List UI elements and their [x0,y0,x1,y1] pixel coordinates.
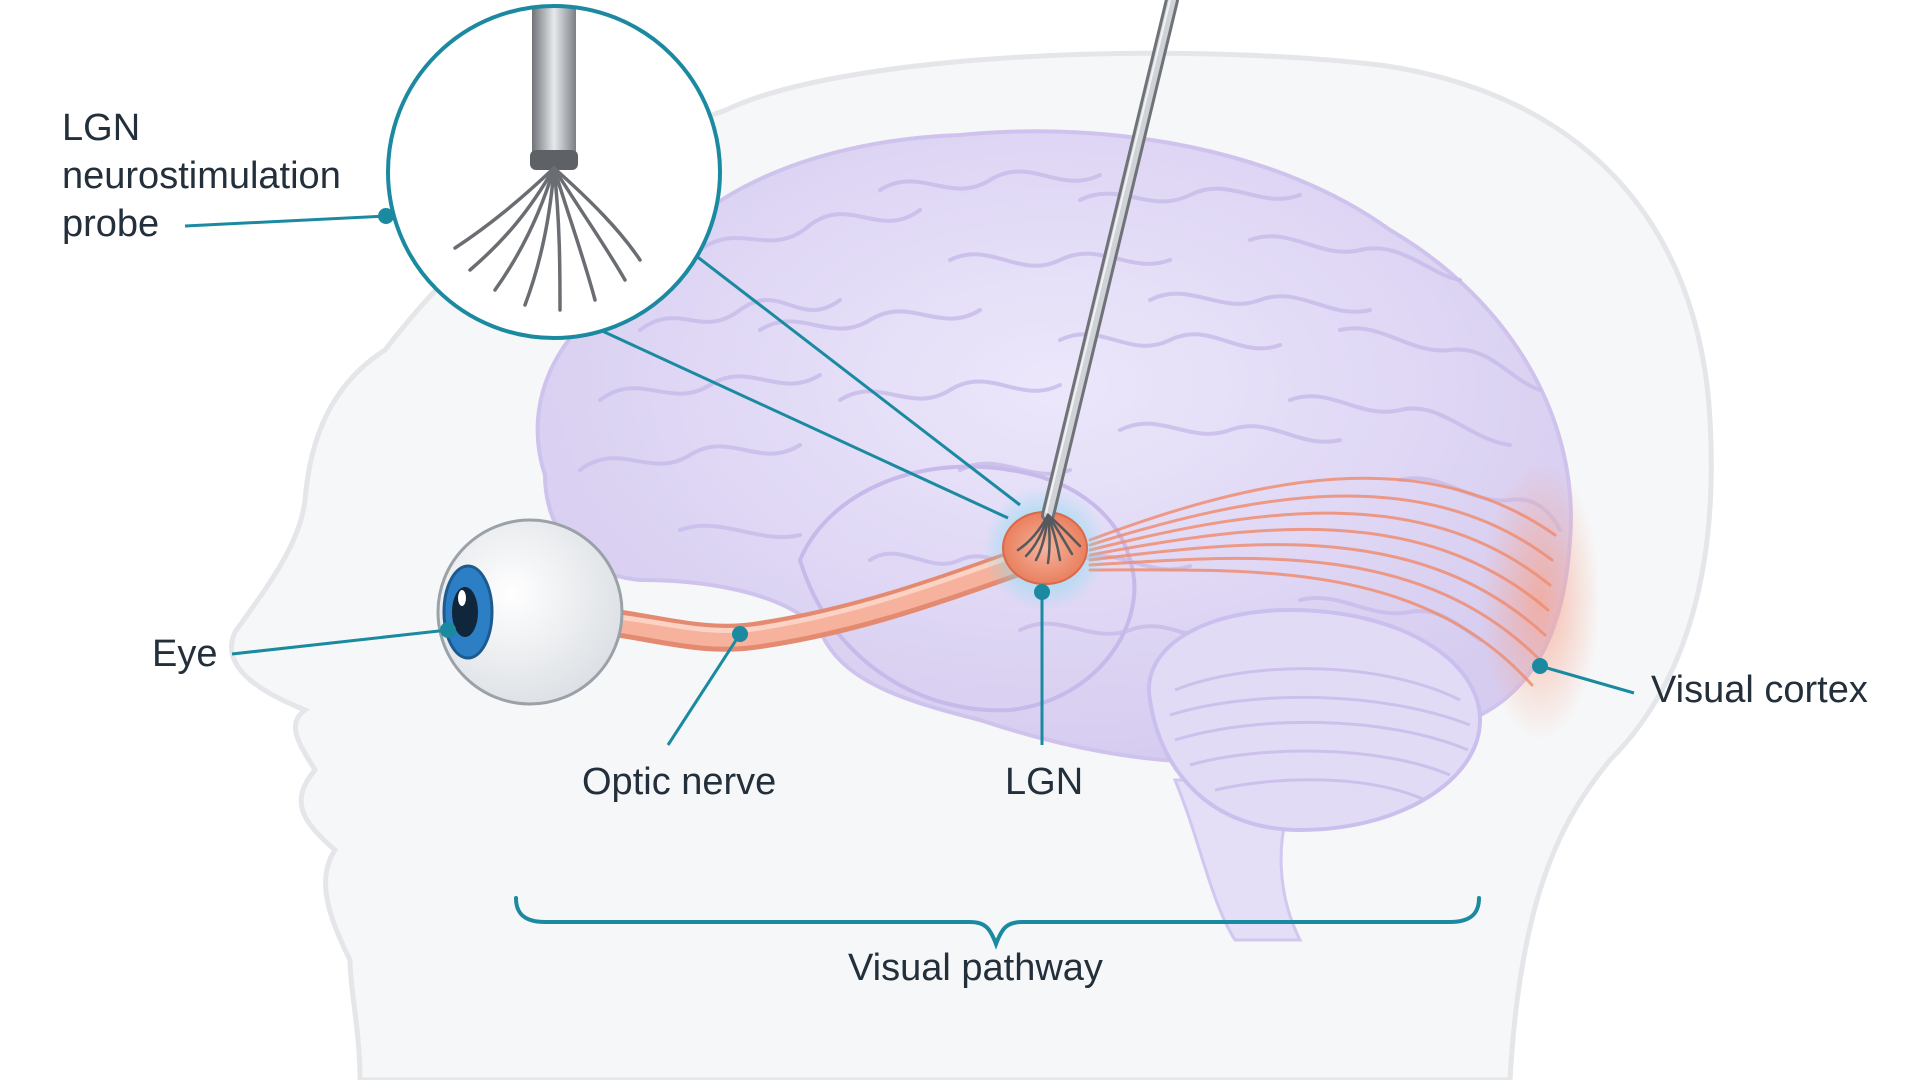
probe-shaft [1016,0,1179,565]
temporal-lobe [797,464,1137,713]
probe-leader [184,214,387,228]
visual-pathway-bracket [514,896,1481,950]
probe-inset [386,4,722,340]
label-visual-cortex: Visual cortex [1651,669,1868,711]
label-neurostimulation-probe: LGN neurostimulation probe [62,107,341,245]
eye-leader [231,628,449,656]
label-lgn: LGN [1005,761,1084,803]
label-eye: Eye [152,633,218,675]
leader-lines [184,214,1635,746]
optic-nerve [576,541,1054,652]
eye [436,518,624,706]
inset-callout-lines [599,253,1021,520]
cerebellum [1146,607,1483,833]
visual-cortex-glow [1480,460,1600,740]
label-visual-pathway: Visual pathway [848,947,1103,989]
optic-nerve-leader [666,633,742,746]
leader-dots [378,208,1548,674]
optic-radiations [1088,476,1557,687]
visual-cortex-leader [1539,664,1635,695]
label-optic-nerve: Optic nerve [582,761,777,803]
